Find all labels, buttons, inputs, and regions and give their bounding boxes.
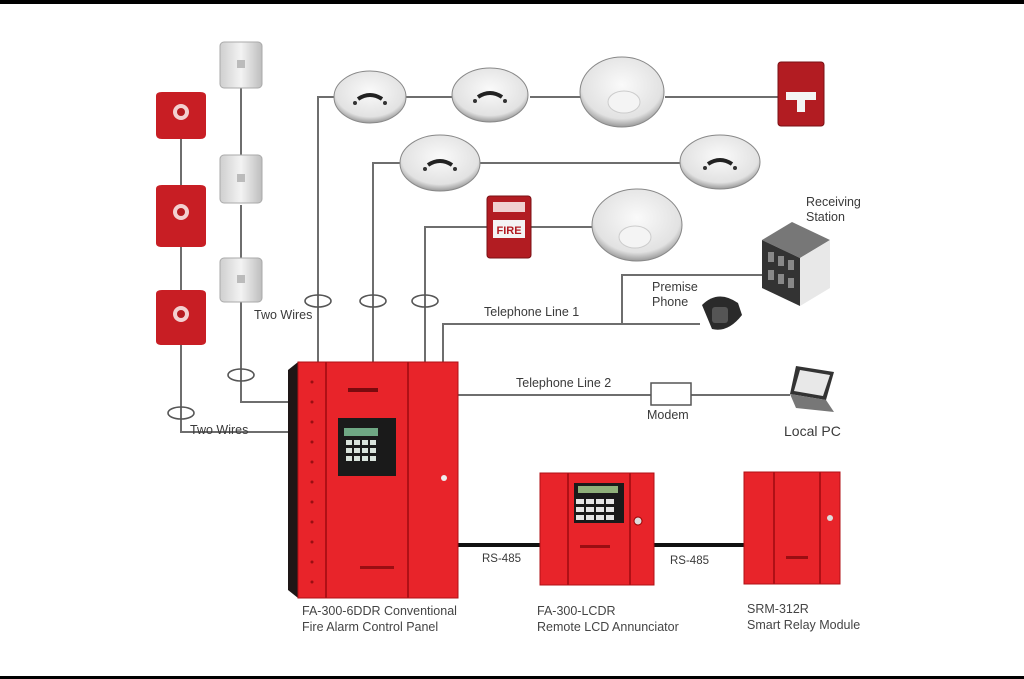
receiving-station-label-line2: Station: [806, 210, 845, 224]
wire-pair-marker: [359, 294, 387, 308]
smoke-detector-icon: [399, 134, 481, 192]
premise-phone-label: Premise Phone: [652, 280, 698, 310]
wiring: [180, 88, 790, 433]
remote-lcd-annunciator: [539, 472, 655, 586]
wire-pair-marker: [304, 294, 332, 308]
white-strobes: [219, 41, 263, 303]
receiving-station-label: Receiving Station: [806, 195, 861, 225]
two-wires-label-upper: Two Wires: [254, 308, 313, 322]
wire-detector-loop-3: [424, 226, 592, 362]
annunciator-caption: FA-300-LCDR Remote LCD Annunciator: [537, 603, 679, 635]
local-pc-label: Local PC: [784, 423, 841, 439]
receiving-station-label-line1: Receiving: [806, 195, 861, 209]
fire-alarm-control-panel: [288, 361, 459, 599]
wire-white-strobe-loop: [240, 88, 295, 403]
control-panel-model: FA-300-6DDR Conventional: [302, 604, 457, 618]
fire-label: FIRE: [496, 225, 521, 237]
wire-detector-loop-1: [317, 96, 782, 362]
white-strobe-icon: [219, 41, 263, 89]
premise-phone-label-line1: Premise: [652, 280, 698, 294]
red-strobe-icon: [156, 185, 206, 247]
smart-relay-module: [743, 471, 841, 585]
smoke-detector-icon: [333, 70, 407, 124]
wire-pair-marker: [411, 294, 439, 308]
modem-label: Modem: [647, 408, 689, 422]
red-strobes: [156, 92, 206, 345]
two-wire-markers: [167, 294, 439, 420]
top-border: [0, 0, 1024, 4]
wire-red-strobe-loop: [180, 138, 295, 433]
heat-detector-icon: [591, 188, 683, 262]
smoke-detector-icon: [451, 67, 529, 123]
telephone-line-2-label: Telephone Line 2: [516, 376, 612, 390]
control-panel-caption: FA-300-6DDR Conventional Fire Alarm Cont…: [302, 603, 457, 635]
premise-phone-label-line2: Phone: [652, 295, 689, 309]
relay-module-caption: SRM-312R Smart Relay Module: [747, 601, 860, 633]
pull-station-icon: [777, 61, 825, 127]
annunciator-model: FA-300-LCDR: [537, 604, 616, 618]
annunciator-name: Remote LCD Annunciator: [537, 620, 679, 634]
wire-pair-marker: [227, 368, 255, 382]
white-strobe-icon: [219, 154, 263, 204]
smoke-detector-icon: [679, 134, 761, 190]
bottom-border: [0, 676, 1024, 679]
heat-detector-icon: [579, 56, 665, 128]
phone-icon: [702, 296, 742, 330]
red-strobe-icon: [156, 290, 206, 345]
fire-pull-station-icon: FIRE: [486, 195, 532, 259]
modem-box: [650, 382, 692, 406]
wire-pair-marker: [167, 406, 195, 420]
rs485-label-a: RS-485: [482, 553, 521, 565]
relay-module-name: Smart Relay Module: [747, 618, 861, 632]
white-strobe-icon: [219, 257, 263, 303]
detectors: [333, 56, 761, 262]
control-panel-name: Fire Alarm Control Panel: [302, 620, 439, 634]
wire-telephone-line-1: [442, 274, 770, 362]
receiving-station-icon: [762, 222, 830, 306]
two-wires-label-lower: Two Wires: [190, 423, 249, 437]
relay-module-model: SRM-312R: [747, 602, 809, 616]
telephone-line-1-label: Telephone Line 1: [484, 305, 580, 319]
rs485-label-b: RS-485: [670, 555, 709, 567]
laptop-icon: [790, 366, 834, 412]
red-strobe-icon: [156, 92, 206, 139]
